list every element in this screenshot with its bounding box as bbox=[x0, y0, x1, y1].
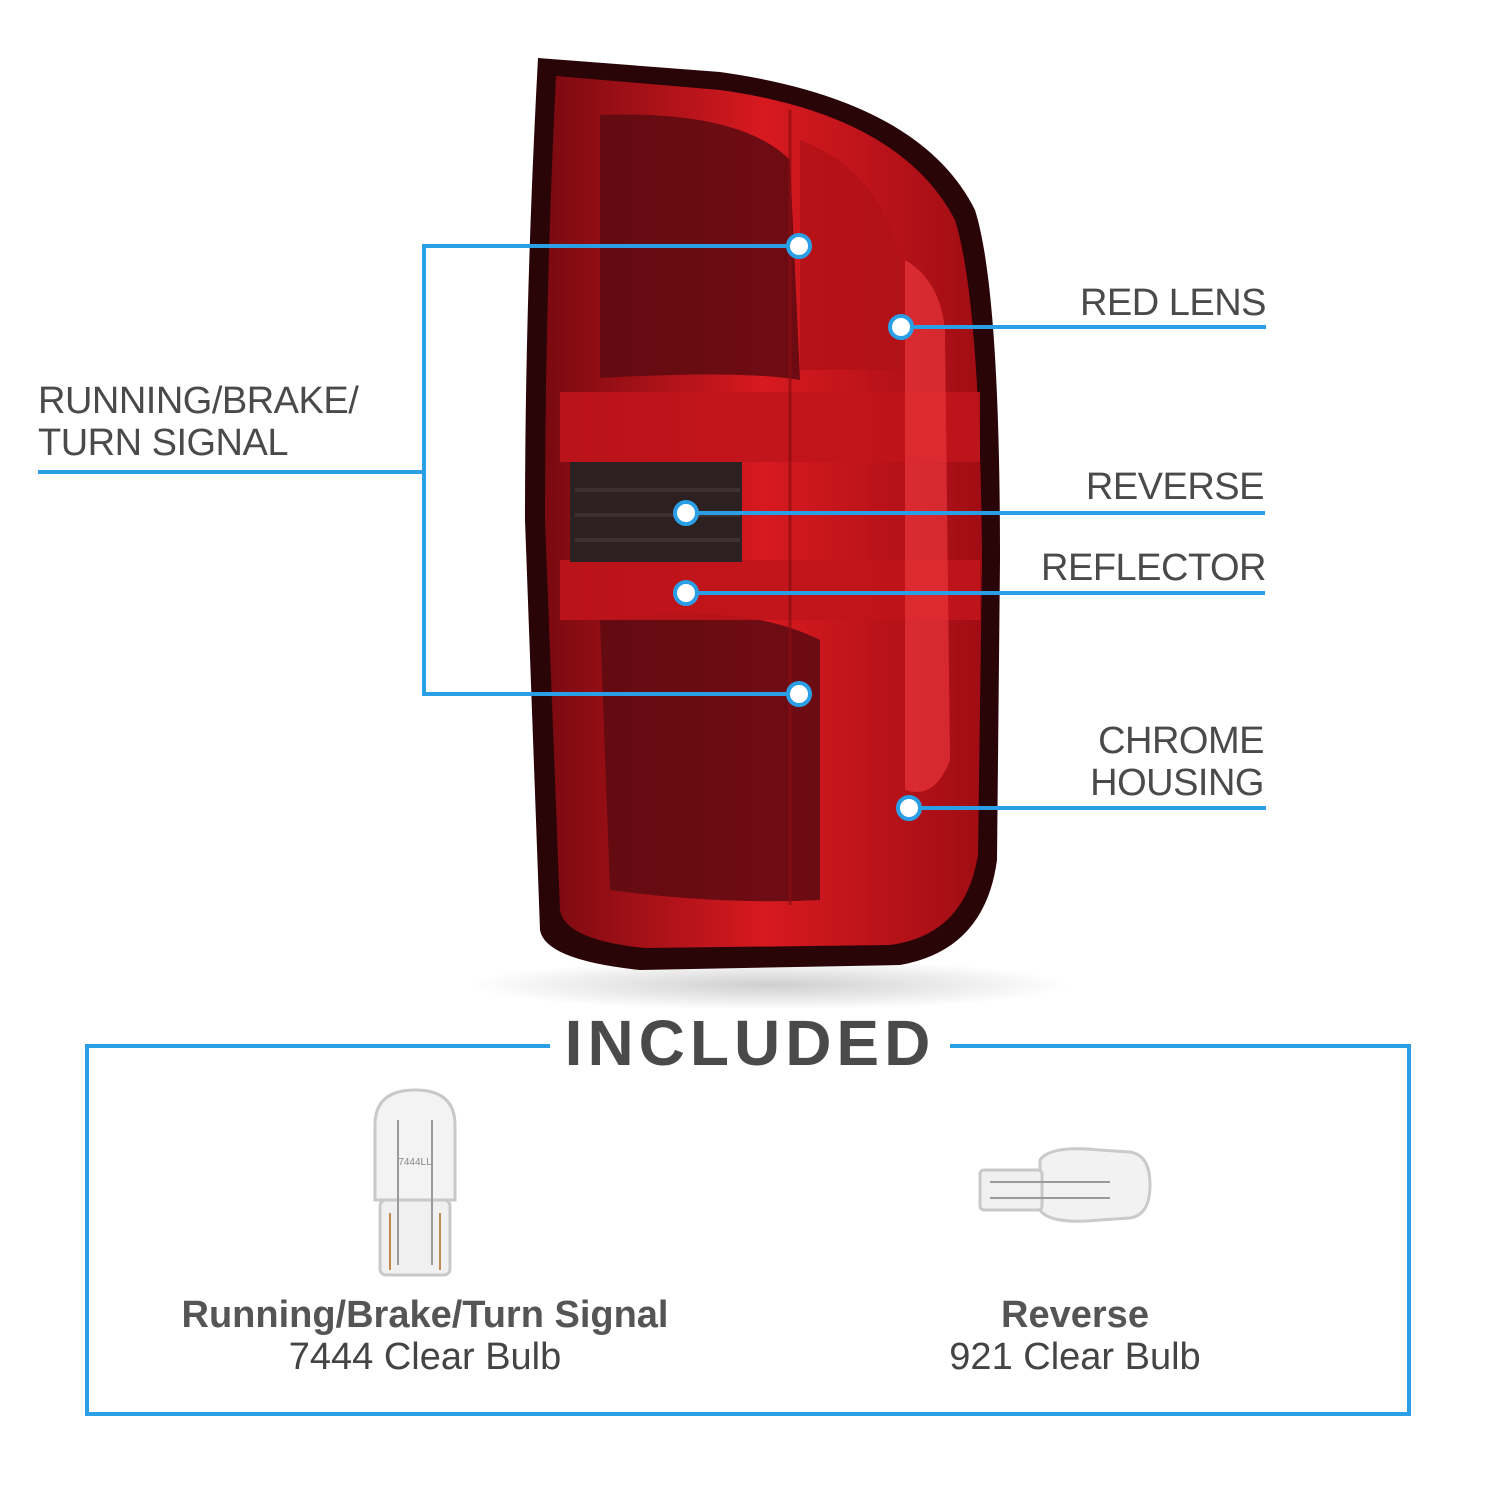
reflector-label: REFLECTOR bbox=[1041, 547, 1266, 589]
bulb-7444-print: 7444LL bbox=[398, 1157, 432, 1168]
bulb-921-desc: 921 Clear Bulb bbox=[949, 1336, 1201, 1378]
reverse-label: REVERSE bbox=[1085, 466, 1265, 508]
reflector-marker bbox=[673, 580, 699, 606]
red-lens-line bbox=[900, 325, 1266, 329]
bulb-7444-desc: 7444 Clear Bulb bbox=[288, 1336, 562, 1378]
running-callout-top-line bbox=[422, 244, 798, 248]
included-title: INCLUDED bbox=[550, 1008, 950, 1078]
running-callout-bottom-line bbox=[422, 692, 798, 696]
chrome-housing-line bbox=[908, 806, 1266, 810]
chrome-housing-marker bbox=[896, 795, 922, 821]
bulb-7444-name: Running/Brake/Turn Signal bbox=[181, 1294, 669, 1336]
chrome-housing-label: CHROME HOUSING bbox=[1090, 720, 1264, 804]
running-callout-hline bbox=[38, 470, 424, 474]
reverse-line bbox=[685, 511, 1265, 515]
reverse-marker bbox=[673, 500, 699, 526]
red-lens-marker bbox=[888, 314, 914, 340]
running-callout-vline bbox=[422, 244, 426, 696]
red-lens-label: RED LENS bbox=[1079, 282, 1267, 324]
running-lower-marker bbox=[786, 681, 812, 707]
running-upper-marker bbox=[786, 233, 812, 259]
bulb-921-name: Reverse bbox=[1001, 1294, 1149, 1336]
reflector-line bbox=[685, 591, 1265, 595]
running-brake-turn-label: RUNNING/BRAKE/ TURN SIGNAL bbox=[38, 380, 359, 464]
tail-light-image bbox=[470, 58, 1070, 1010]
bulb-921-image bbox=[978, 1147, 1152, 1223]
bulb-7444-image: 7444LL bbox=[373, 1088, 457, 1277]
